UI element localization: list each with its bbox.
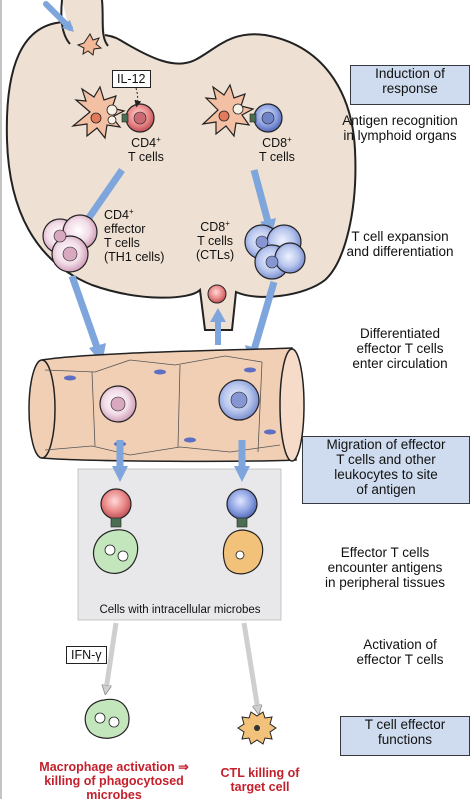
- arrow-cd8-into-tissue: [234, 440, 250, 482]
- blood-vessel: [28, 347, 305, 463]
- circulating-cd4-t-cell: [99, 385, 137, 423]
- tissue-cd8-t-cell: [226, 488, 258, 528]
- arrow-to-target-cell: [241, 622, 258, 710]
- arrow-cd4-into-tissue: [112, 440, 128, 482]
- cd8-t-cells-label: CD8+ T cells: [259, 135, 295, 165]
- circulating-cd8-t-cell: [218, 379, 260, 421]
- ifn-gamma-label: IFN-γ: [66, 646, 107, 664]
- macrophage-outcome-label: Macrophage activation ⇒ killing of phago…: [39, 760, 189, 802]
- cd4-effector-cluster: [42, 214, 98, 273]
- naive-cd8-t-cell: [249, 103, 283, 133]
- arrow-to-macrophage: [106, 622, 119, 690]
- efferent-arrow: [210, 308, 226, 345]
- tissue-cd4-t-cell: [100, 488, 132, 528]
- infected-target-cell: [222, 529, 264, 575]
- il12-arrow: [134, 87, 142, 108]
- arrow-cd4-to-vessel: [68, 274, 106, 364]
- intracellular-microbes-label: Cells with intracellular microbes: [99, 604, 261, 616]
- lymph-node: [5, 20, 357, 331]
- il12-label: IL-12: [112, 70, 151, 88]
- infected-macrophage: [93, 529, 139, 574]
- cd4-t-cells-label: CD4+ T cells: [128, 135, 164, 165]
- activated-macrophage: [84, 698, 130, 739]
- dendritic-cell-cd4: [70, 85, 126, 140]
- exiting-t-cell: [207, 284, 227, 304]
- dendritic-cell-cd8: [201, 83, 255, 138]
- afferent-lymphatic: [62, 0, 106, 48]
- ctl-outcome-label: CTL killing of target cell: [220, 766, 300, 794]
- cd8-effector-cluster: [244, 224, 306, 280]
- incoming-dendritic-cell: [76, 33, 103, 56]
- entry-arrow: [43, 1, 74, 32]
- killed-target-cell: [237, 711, 277, 745]
- cd8-effector-label: CD8+ T cells (CTLs): [196, 219, 235, 263]
- cd4-effector-label: CD4+ effector T cells (TH1 cells): [104, 207, 165, 265]
